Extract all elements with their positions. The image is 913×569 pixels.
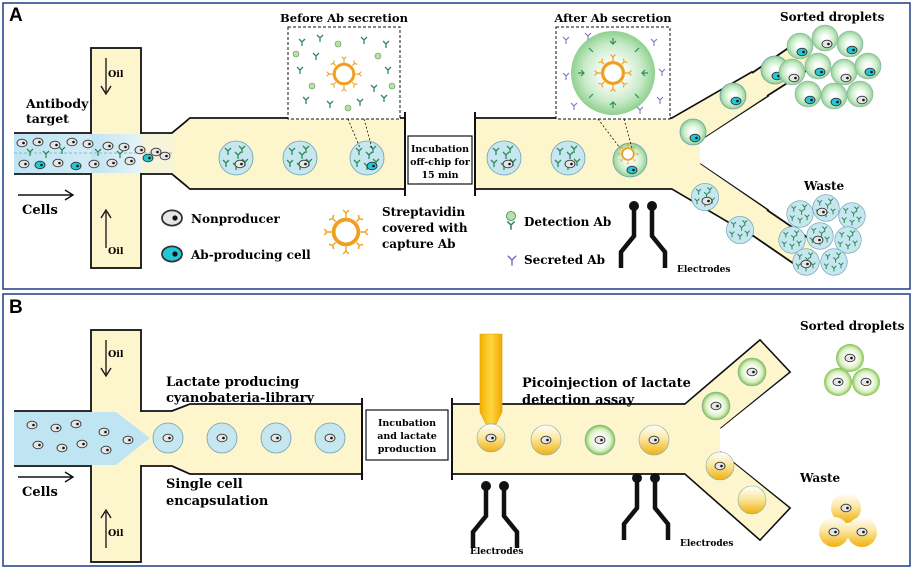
before-secretion-title: Before Ab secretion — [280, 11, 409, 25]
legend-nonproducer: Nonproducer — [191, 212, 280, 226]
waste-droplets-b — [819, 493, 877, 547]
encapsulation-line2: encapsulation — [166, 494, 269, 509]
electrodes-label-a: Electrodes — [677, 265, 730, 275]
incubation-a-line3: 15 min — [421, 170, 458, 181]
oil-label-bottom-b: Oil — [108, 528, 124, 539]
incubation-a-line2: off-chip for — [410, 157, 471, 168]
legend-a: Nonproducer Ab-producing cell Streptavid… — [161, 205, 611, 267]
oil-label-top-b: Oil — [108, 349, 124, 360]
panel-b-droplets-post — [476, 357, 767, 515]
incubation-b-line2: and lactate — [377, 431, 437, 442]
electrodes-label-b2: Electrodes — [680, 539, 733, 549]
legend-streptavidin-1: Streptavidin — [382, 205, 465, 219]
after-secretion-inset: After Ab secretion — [553, 11, 672, 149]
oil-label-top-a: Oil — [108, 69, 124, 80]
after-secretion-title: After Ab secretion — [553, 11, 672, 25]
panel-b-letter: B — [9, 297, 23, 318]
picoinjection-line1: Picoinjection of lactate — [522, 376, 691, 391]
oil-label-bottom-a: Oil — [108, 246, 124, 257]
panel-a-letter: A — [9, 5, 23, 26]
antibody-target-line1: Antibody — [25, 96, 89, 111]
picoinjection-line2: detection assay — [522, 393, 635, 408]
cells-label-a: Cells — [22, 203, 58, 218]
legend-detection-ab: Detection Ab — [524, 215, 611, 229]
waste-label-a: Waste — [803, 179, 845, 193]
picoinjector — [479, 333, 503, 425]
sorted-label-a: Sorted droplets — [780, 10, 885, 24]
incubation-a-line1: Incubation — [411, 144, 469, 155]
library-line1: Lactate producing — [166, 375, 299, 390]
sorted-droplets-b — [824, 344, 880, 396]
sorted-label-b: Sorted droplets — [800, 319, 905, 333]
waste-label-b: Waste — [799, 471, 841, 485]
before-secretion-inset: Before Ab secretion — [280, 11, 409, 149]
incubation-box-a — [407, 135, 473, 185]
legend-streptavidin-3: capture Ab — [382, 237, 456, 251]
legend-ab-producing: Ab-producing cell — [190, 248, 311, 262]
electrodes-label-b1: Electrodes — [470, 547, 523, 557]
incubation-b-line1: Incubation — [378, 418, 436, 429]
antibody-target-line2: target — [26, 111, 69, 126]
legend-streptavidin-2: covered with — [382, 221, 468, 235]
incubation-box-b — [365, 409, 449, 461]
sorted-droplets-a — [778, 24, 882, 110]
cells-label-b: Cells — [22, 485, 58, 500]
incubation-b-line3: production — [378, 444, 437, 455]
legend-secreted-ab: Secreted Ab — [524, 253, 605, 267]
library-line2: cyanobateria-library — [166, 391, 314, 406]
encapsulation-line1: Single cell — [166, 477, 243, 492]
